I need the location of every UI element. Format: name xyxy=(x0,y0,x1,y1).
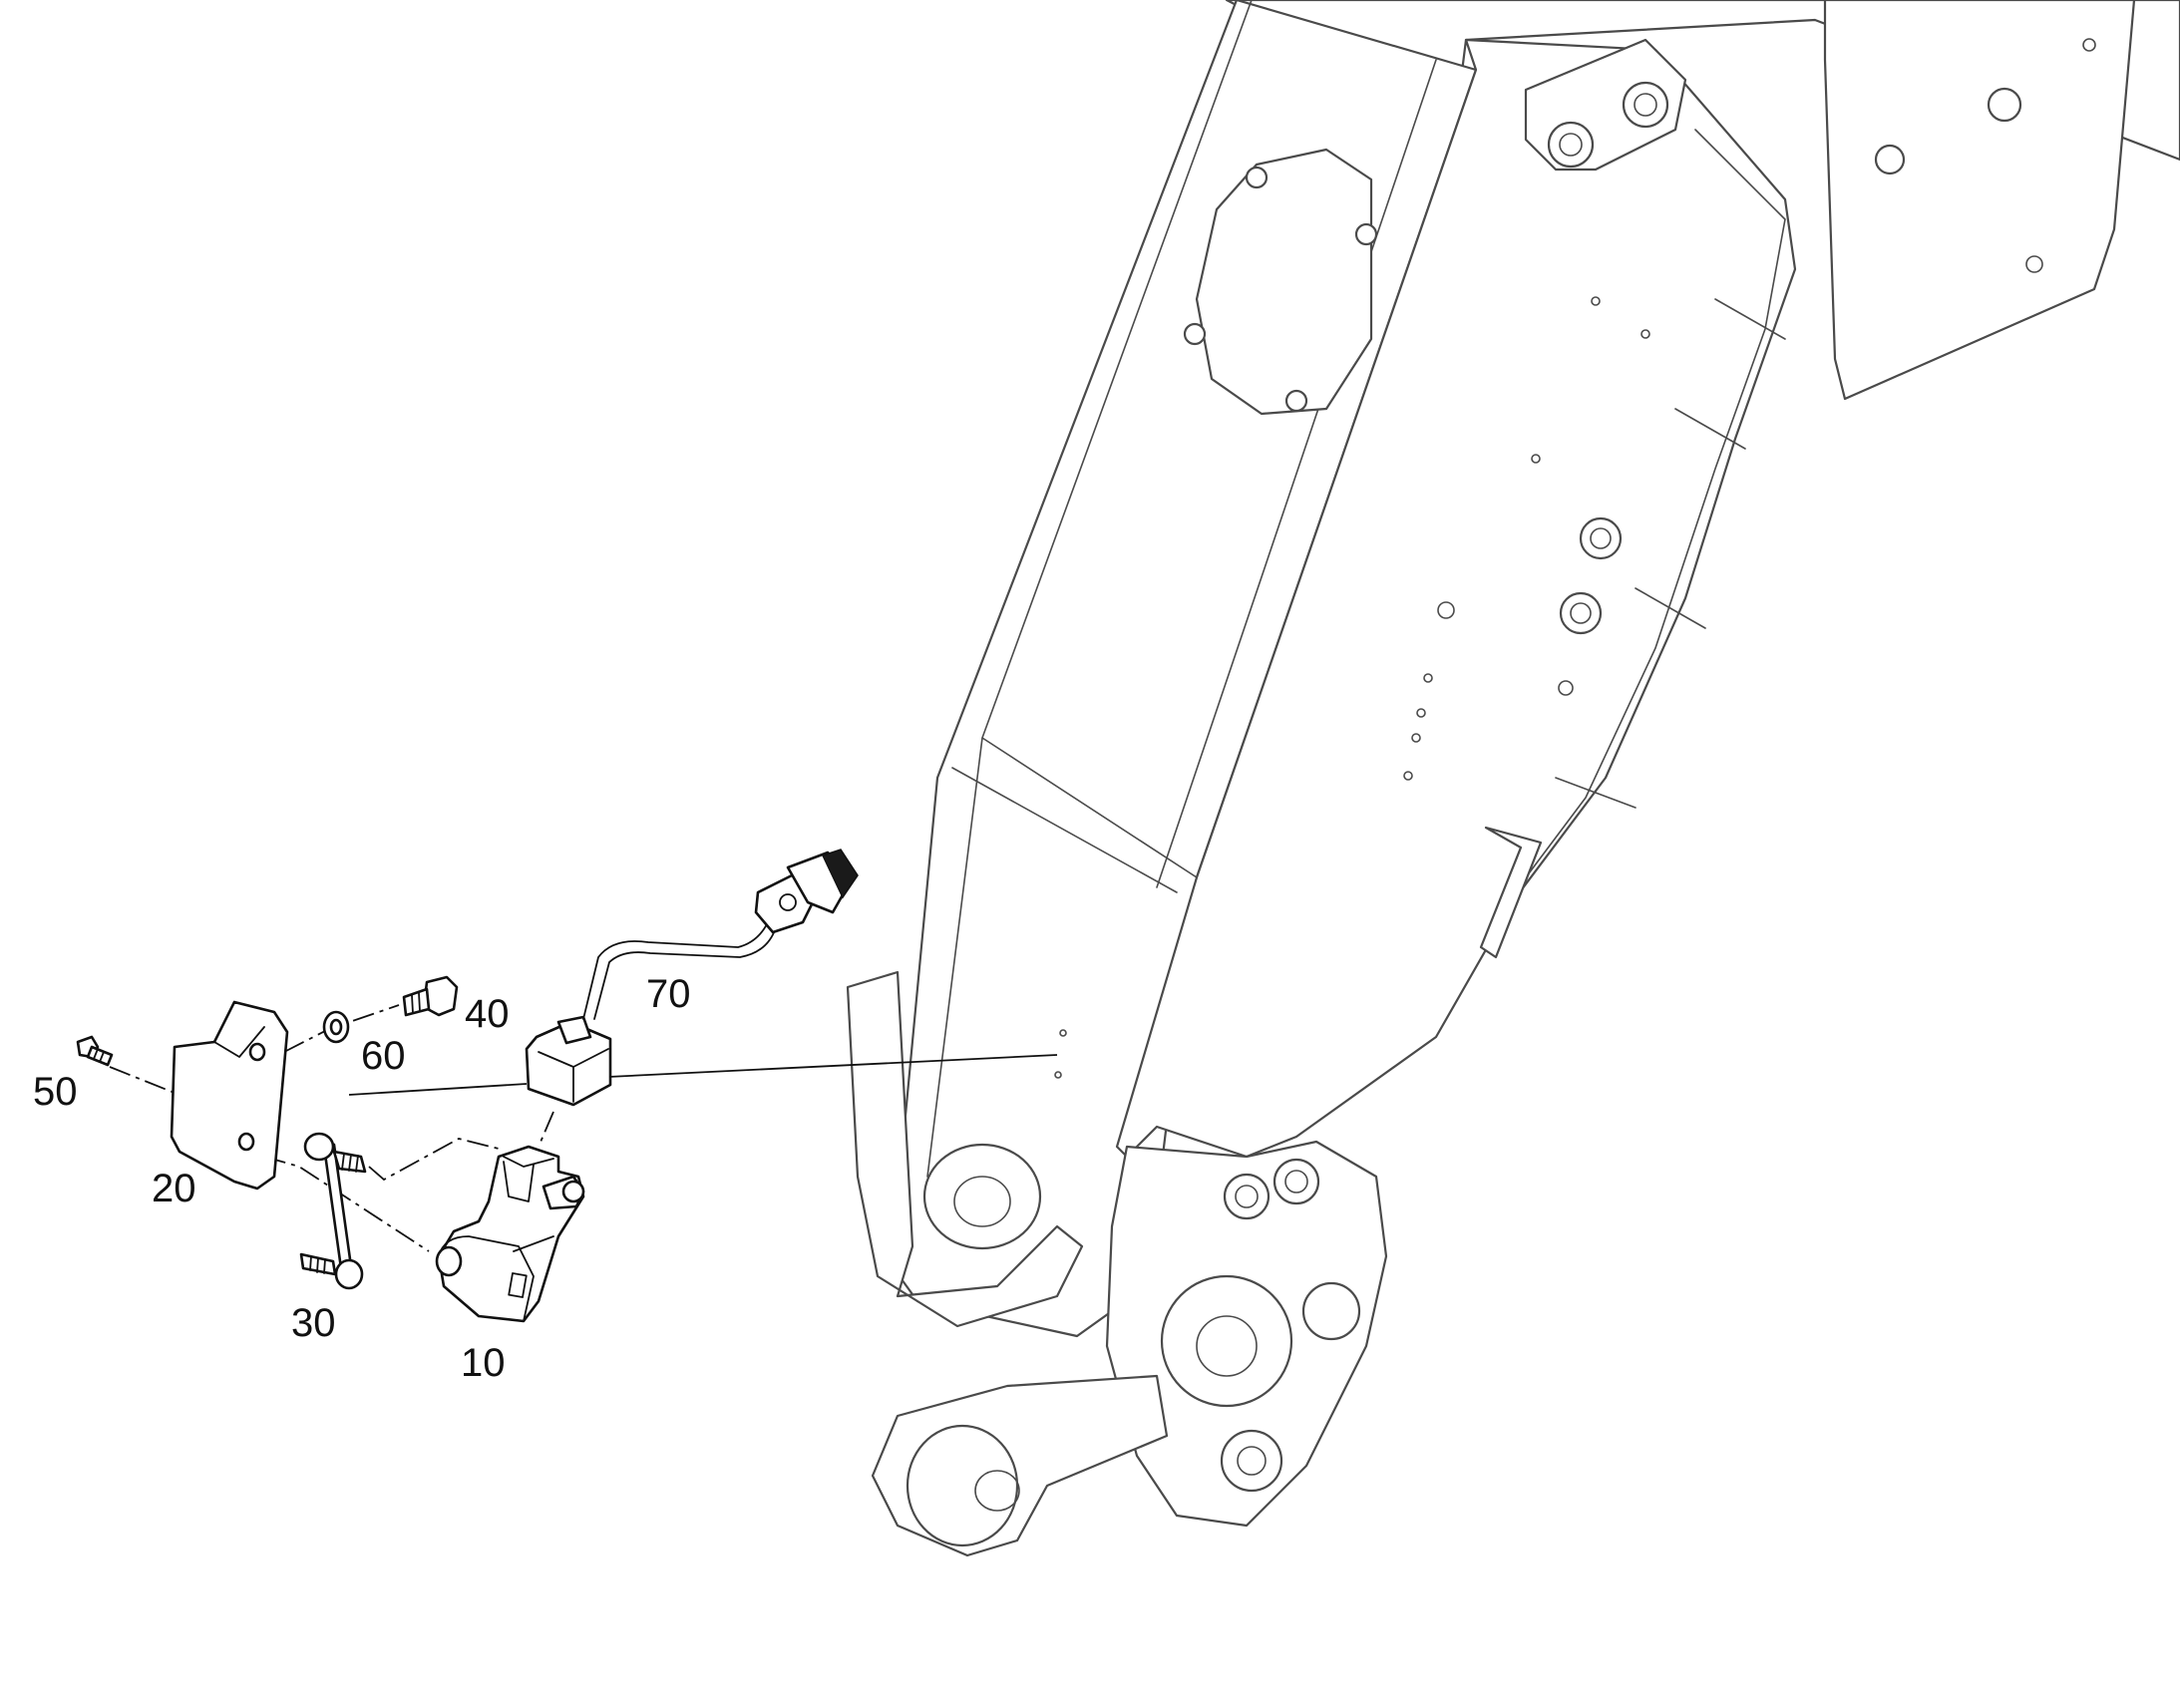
plug-detail xyxy=(779,893,797,911)
screw-40-thread xyxy=(411,992,421,1014)
link-end-bore xyxy=(974,1470,1020,1512)
part-10-sensor[interactable] xyxy=(435,1145,585,1323)
beam-hole xyxy=(1558,680,1574,696)
rod-lower-screw-thread xyxy=(309,1255,326,1274)
callout-20: 20 xyxy=(152,1167,196,1210)
beam-hole xyxy=(1054,1071,1062,1079)
part-40-screw[interactable] xyxy=(402,975,459,1017)
lower-pivot-nut-inner xyxy=(1235,1185,1259,1208)
beam-nut-inner xyxy=(1590,527,1612,549)
side-pivot-boss xyxy=(1301,1281,1361,1341)
beam-cross-line xyxy=(951,767,1178,893)
callout-labels: 70 40 60 50 20 30 10 xyxy=(33,972,691,1385)
callout-40: 40 xyxy=(465,992,510,1036)
beam-hole xyxy=(1403,771,1413,781)
screw-50-shank xyxy=(86,1045,114,1067)
beam-nut xyxy=(1579,516,1623,560)
callout-10: 10 xyxy=(461,1341,506,1385)
rod-upper-eye xyxy=(303,1132,335,1162)
bracket-plate xyxy=(170,1000,289,1191)
beam-hole xyxy=(1059,1029,1067,1037)
left-pivot-boss xyxy=(922,1143,1042,1250)
beam-hole xyxy=(1640,329,1650,339)
beam-nut-inner xyxy=(1570,602,1592,624)
sensor-connector-socket xyxy=(503,1161,535,1202)
mount-hole xyxy=(2025,255,2043,273)
bracket-hole xyxy=(237,1132,255,1152)
beam-cross-line xyxy=(981,737,1198,878)
beam-hole xyxy=(1591,296,1601,306)
callout-60: 60 xyxy=(361,1034,406,1078)
centerline-70-10 xyxy=(538,1111,554,1148)
bracket-hole xyxy=(248,1042,266,1062)
right-mount-plate xyxy=(1823,0,2136,401)
right-beam-inner-edge xyxy=(1495,129,1786,918)
left-pivot-bore xyxy=(953,1176,1011,1227)
pivot-nut xyxy=(1622,81,1669,129)
leader-70-left xyxy=(348,1083,528,1096)
centerline-30-10 xyxy=(368,1138,500,1182)
left-bucket-mount xyxy=(846,970,1084,1328)
lower-pivot-bore xyxy=(1196,1315,1258,1377)
callout-30: 30 xyxy=(291,1301,336,1345)
beam-hole xyxy=(1423,673,1433,683)
beam-nut xyxy=(1559,591,1603,635)
harness-cable xyxy=(593,926,777,1020)
beam-hole xyxy=(1531,454,1541,464)
sensor-face xyxy=(503,1156,554,1252)
part-30-linkage-rod[interactable] xyxy=(299,1132,367,1290)
loader-arm-assembly xyxy=(846,0,2180,1557)
mount-bolt xyxy=(1874,144,1906,175)
mount-bolt xyxy=(1987,87,2022,123)
connector-latch xyxy=(556,1015,592,1045)
washer-inner xyxy=(329,1018,343,1036)
callout-50: 50 xyxy=(33,1070,78,1114)
cover-bolt xyxy=(1183,322,1207,346)
part-50-screw[interactable] xyxy=(76,1035,114,1067)
plug-tip xyxy=(821,849,859,899)
connector-housing-edge xyxy=(538,1048,609,1103)
harness-cable xyxy=(582,921,769,1020)
lower-pivot-nut xyxy=(1223,1173,1271,1220)
bracket-flange xyxy=(174,1001,265,1058)
rod-lower-eye xyxy=(334,1258,364,1290)
screw-50-thread xyxy=(93,1048,105,1063)
link-end-boss xyxy=(906,1424,1019,1547)
lower-pivot-boss xyxy=(1160,1274,1293,1408)
right-beam-flange xyxy=(1555,298,1786,809)
cover-bolt xyxy=(1245,166,1269,189)
part-70-connector-harness[interactable] xyxy=(525,849,859,1107)
pivot-nut-inner xyxy=(1559,133,1583,157)
lower-pivot-nut xyxy=(1272,1158,1320,1205)
cover-bolt xyxy=(1354,222,1378,246)
right-boom-beam xyxy=(1115,38,1797,1159)
beam-bracket-tab xyxy=(1479,826,1543,959)
beam-hole xyxy=(1416,708,1426,718)
part-60-washer[interactable] xyxy=(322,1010,350,1044)
left-boom-beam-edge xyxy=(1156,59,1437,888)
pivot-nut-inner xyxy=(1634,93,1657,117)
lower-link-pin xyxy=(1220,1429,1283,1493)
lower-pivot-nut-inner xyxy=(1284,1170,1308,1194)
leader-70-to-arm xyxy=(607,1054,1058,1078)
sensor-shaft-end xyxy=(435,1245,463,1277)
cover-bolt xyxy=(1284,389,1308,413)
screw-40-shank xyxy=(402,987,431,1017)
sensor-window xyxy=(508,1272,528,1298)
mount-hole xyxy=(2082,38,2096,52)
lower-link-pin-inner xyxy=(1237,1446,1267,1476)
rod-upper-screw-thread xyxy=(341,1153,359,1173)
part-20-bracket[interactable] xyxy=(170,1000,289,1191)
beam-hole xyxy=(1437,601,1455,619)
sensor-lever-ball xyxy=(561,1180,585,1203)
callout-70: 70 xyxy=(646,972,691,1016)
pivot-nut xyxy=(1547,121,1595,169)
beam-hole xyxy=(1411,733,1421,743)
